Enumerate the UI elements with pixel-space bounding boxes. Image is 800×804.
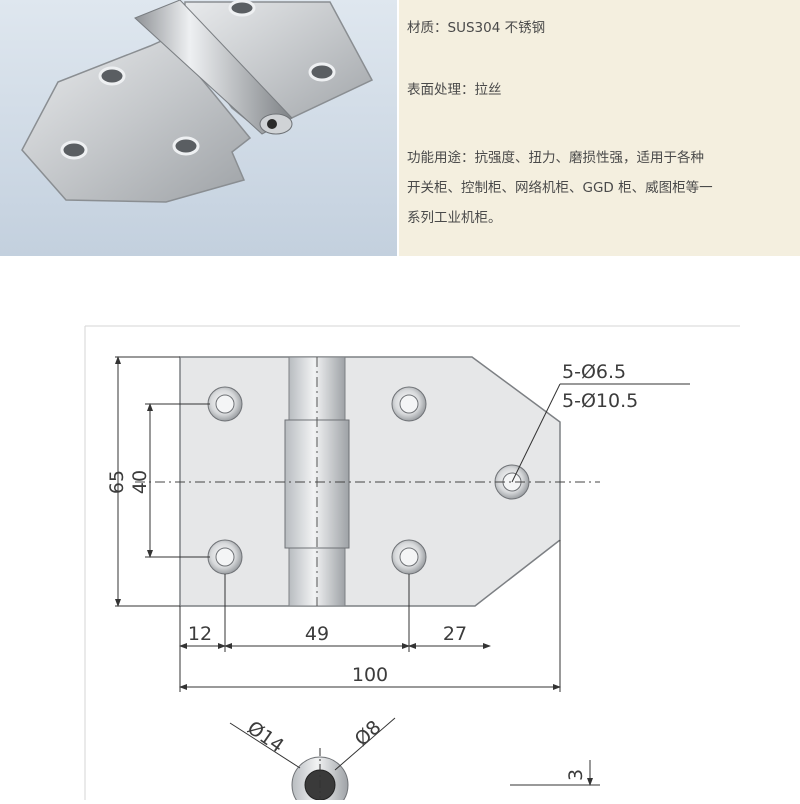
pin-section bbox=[229, 717, 600, 804]
panel-divider bbox=[397, 0, 399, 256]
usage-text-1: 功能用途：抗强度、扭力、磨损性强，适用于各种 bbox=[407, 150, 704, 166]
pin-outer-label: Ø14 bbox=[243, 717, 288, 757]
hole-large-label: 5-Ø10.5 bbox=[562, 390, 638, 412]
surface-text: 表面处理：拉丝 bbox=[407, 82, 502, 98]
height-holes-label: 40 bbox=[129, 470, 151, 494]
technical-drawing: 5-Ø6.5 5-Ø10.5 65 40 12 49 27 100 bbox=[0, 256, 800, 804]
product-photo bbox=[0, 0, 398, 256]
usage-text-2: 开关柜、控制柜、网络机柜、GGD 柜、威图柜等一 bbox=[407, 180, 713, 196]
thickness-label: 3 bbox=[565, 769, 587, 781]
dim-27-label: 27 bbox=[443, 623, 467, 645]
pin-inner-label: Ø8 bbox=[351, 716, 386, 750]
usage-text-3: 系列工业机柜。 bbox=[407, 210, 502, 226]
width-total-label: 100 bbox=[352, 664, 388, 686]
height-total-label: 65 bbox=[106, 470, 128, 494]
material-text: 材质：SUS304 不锈钢 bbox=[407, 20, 546, 36]
dim-12-label: 12 bbox=[188, 623, 212, 645]
hole-small-label: 5-Ø6.5 bbox=[562, 361, 626, 383]
spec-panel: 材质：SUS304 不锈钢 表面处理：拉丝 功能用途：抗强度、扭力、磨损性强，适… bbox=[399, 0, 800, 256]
dim-49-label: 49 bbox=[305, 623, 329, 645]
